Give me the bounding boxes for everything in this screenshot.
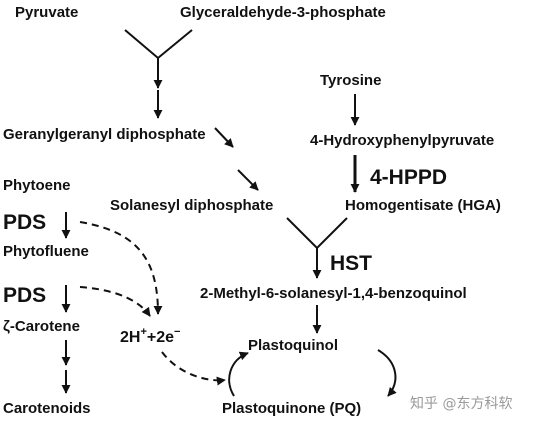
dashed-arrow-pds1-to-electrons	[79, 221, 163, 315]
node-pyruvate: Pyruvate	[15, 4, 78, 21]
node-phytofluene: Phytofluene	[3, 243, 89, 260]
node-geranylgeranyl-diphosphate: Geranylgeranyl diphosphate	[3, 126, 206, 143]
dashed-arrow-pds2-to-electrons	[79, 286, 151, 317]
dashed-arrow-electrons-to-cycle	[161, 351, 226, 386]
enzyme-pds-2: PDS	[3, 284, 46, 307]
node-methyl-solanesyl-benzoquinol: 2-Methyl-6-solanesyl-1,4-benzoquinol	[200, 285, 467, 302]
enzyme-pds-1: PDS	[3, 211, 46, 234]
node-plastoquinone: Plastoquinone (PQ)	[222, 400, 361, 417]
node-4-hydroxyphenylpyruvate: 4-Hydroxyphenylpyruvate	[310, 132, 494, 149]
node-zeta-carotene: ζ-Carotene	[3, 318, 80, 335]
node-homogentisate: Homogentisate (HGA)	[345, 197, 501, 214]
cycle-arrow-left	[228, 351, 249, 397]
node-carotenoids: Carotenoids	[3, 400, 91, 417]
node-solanesyl-diphosphate: Solanesyl diphosphate	[110, 197, 273, 214]
node-phytoene: Phytoene	[3, 177, 71, 194]
arrow-ggpp-to-solanesyl-1	[214, 127, 234, 148]
node-tyrosine: Tyrosine	[320, 72, 381, 89]
watermark: 知乎 @东方科软	[410, 395, 512, 412]
enzyme-4-hppd: 4-HPPD	[370, 166, 447, 189]
node-glyceraldehyde-3-phosphate: Glyceraldehyde-3-phosphate	[180, 4, 386, 21]
arrow-ggpp-to-solanesyl-2	[237, 169, 259, 191]
cycle-arrow-right	[377, 349, 397, 397]
merge-line-pyruvate-g3p	[124, 29, 193, 60]
node-plastoquinol: Plastoquinol	[248, 337, 338, 354]
merge-line-solanesyl-hga	[286, 217, 348, 250]
enzyme-hst: HST	[330, 252, 372, 275]
electron-label: 2H++2e−	[120, 326, 180, 346]
